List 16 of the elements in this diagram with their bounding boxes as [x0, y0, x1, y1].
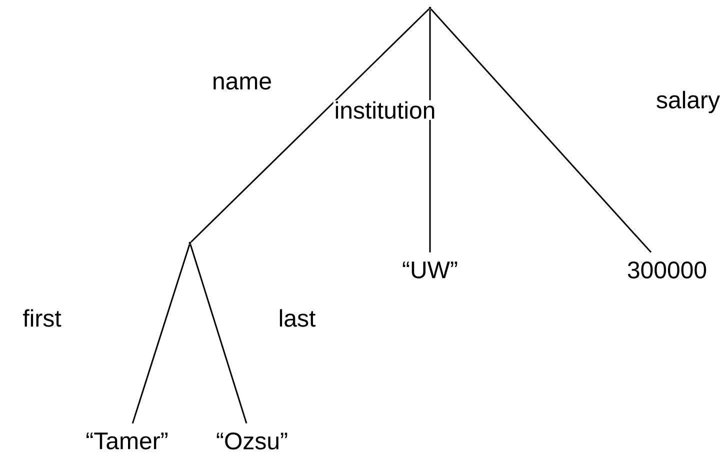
edge-label: name [210, 75, 274, 91]
tree-branch [190, 8, 430, 243]
branch-point [188, 242, 192, 244]
tree-branch [190, 244, 248, 424]
edge-label: first [22, 308, 62, 328]
edge-label: institution [333, 100, 437, 120]
leaf-label: 300000 [628, 262, 706, 278]
leaf-label: “Ozsu” [216, 432, 288, 450]
edge-label: salary [655, 90, 720, 114]
edge-label: last [277, 308, 317, 328]
tree-branch [132, 244, 190, 424]
leaf-label: “UW” [402, 262, 458, 278]
branch-point [428, 6, 432, 10]
tree-branch [430, 8, 652, 253]
tree-branch [429, 9, 431, 252]
leaf-label: “Tamer” [86, 432, 168, 450]
